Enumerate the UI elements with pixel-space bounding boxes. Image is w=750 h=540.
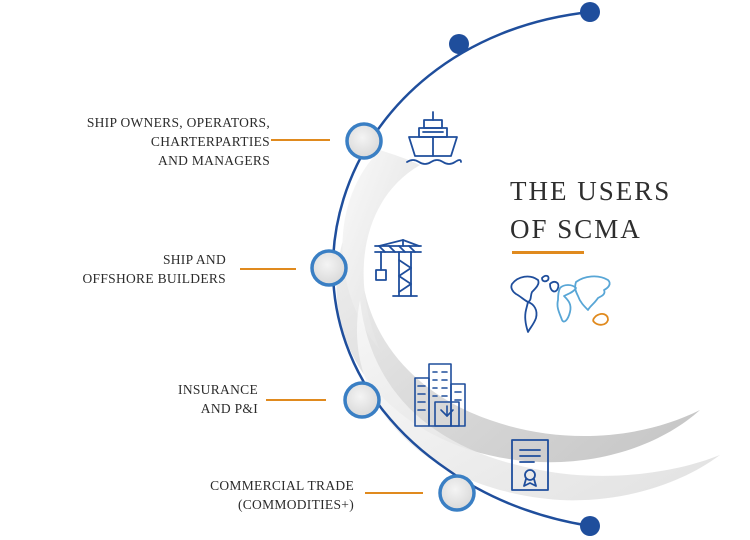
node-3	[343, 381, 381, 419]
user-label-3-line-2: AND P&I	[200, 401, 258, 416]
user-label-1-line-3: AND MANAGERS	[158, 153, 270, 168]
crane-icon	[374, 239, 422, 297]
swoosh-inner	[342, 150, 420, 350]
user-label-4: COMMERCIAL TRADE (COMMODITIES+)	[20, 476, 354, 514]
world-map-icon	[510, 274, 611, 333]
ship-icon	[406, 111, 462, 165]
node-1	[345, 122, 383, 160]
arc-end-dot-bottom	[580, 516, 600, 536]
swoosh-lower	[356, 300, 720, 501]
user-label-1: SHIP OWNERS, OPERATORS, CHARTERPARTIES A…	[20, 113, 270, 170]
page-title-line-2: OF SCMA	[510, 214, 642, 244]
arc-dot-upper	[449, 34, 469, 54]
node-2	[310, 249, 348, 287]
timeline-arc	[331, 10, 591, 528]
title-underline	[512, 251, 584, 254]
node-4	[438, 474, 476, 512]
user-label-4-line-1: COMMERCIAL TRADE	[210, 478, 354, 493]
arc-end-dot-top	[580, 2, 600, 22]
user-label-2-line-1: SHIP AND	[162, 252, 226, 267]
page-title: THE USERS OF SCMA	[510, 172, 671, 248]
certificate-icon	[511, 439, 549, 491]
user-label-2-line-2: OFFSHORE BUILDERS	[82, 271, 226, 286]
user-label-4-line-2: (COMMODITIES+)	[237, 497, 354, 512]
user-label-3: INSURANCE AND P&I	[20, 380, 258, 418]
user-label-1-line-1: SHIP OWNERS, OPERATORS,	[86, 115, 270, 130]
user-label-2: SHIP AND OFFSHORE BUILDERS	[20, 250, 226, 288]
user-label-1-line-2: CHARTERPARTIES	[150, 134, 270, 149]
page-title-line-1: THE USERS	[510, 176, 672, 206]
buildings-icon	[414, 363, 466, 427]
user-label-3-line-1: INSURANCE	[178, 382, 258, 397]
